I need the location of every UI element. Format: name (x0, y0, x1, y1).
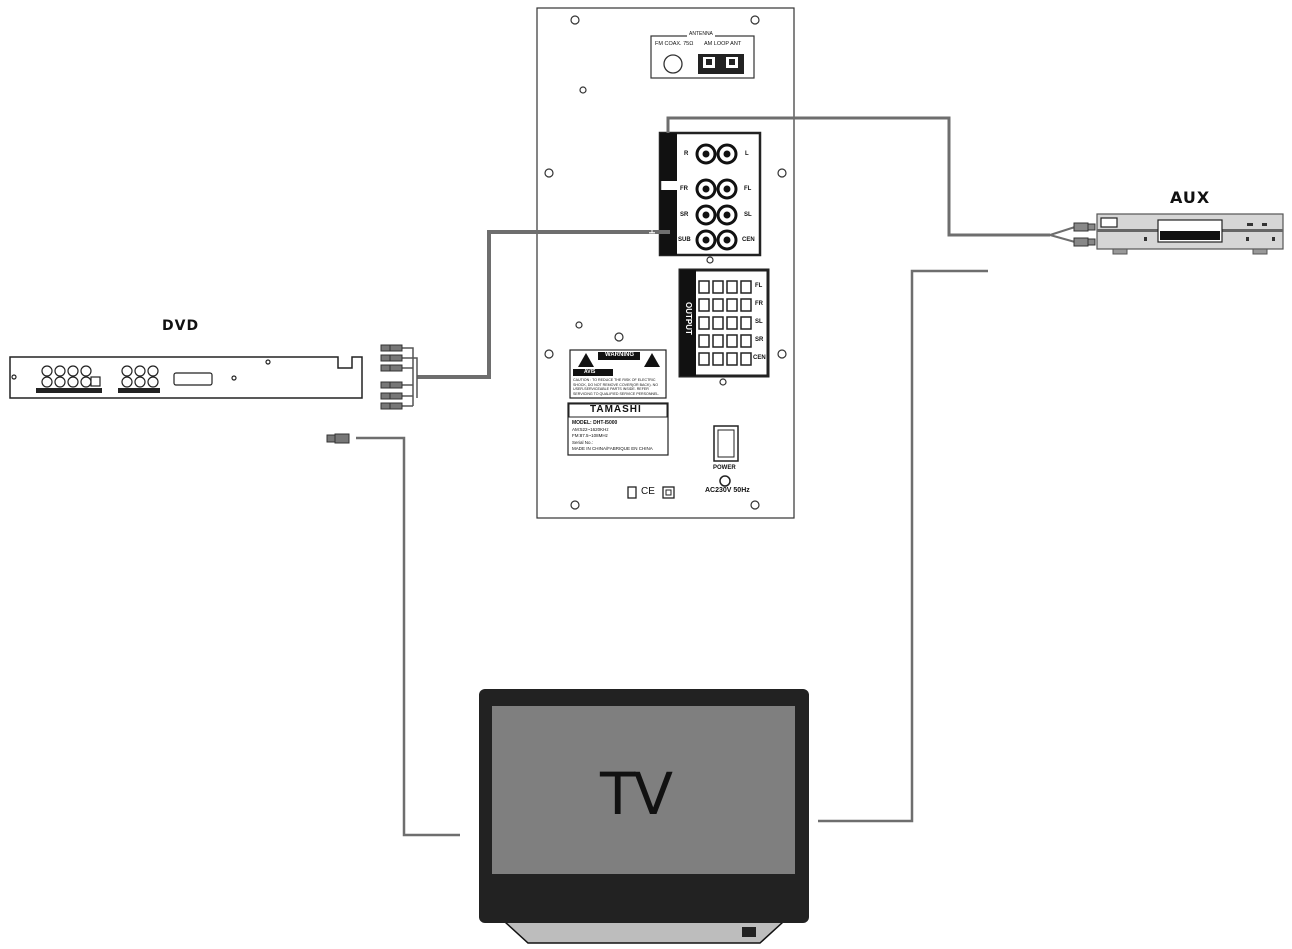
television (479, 689, 809, 944)
aux-device (1096, 213, 1284, 255)
aux-right-label: R (684, 151, 689, 157)
tv-video-plug (326, 433, 350, 444)
main-unit-panel (536, 7, 795, 519)
power-cord-inlet (719, 475, 731, 487)
output-label-fl: FL (755, 283, 763, 289)
model-number: MODEL: DHT-I5000 (572, 420, 618, 426)
warning-title: WARNING (605, 352, 634, 358)
aux-device-label: AUX (1170, 188, 1211, 207)
aux-input-title: AUX (648, 152, 657, 169)
warning-triangle-icon (578, 353, 594, 367)
cables (356, 116, 1076, 837)
avis-label: AVIS (584, 369, 596, 375)
jack-label-fr: FR (680, 186, 688, 192)
dvd-label: DVD (162, 318, 200, 334)
output-label-sr: SR (755, 337, 764, 343)
speaker-terminals (698, 280, 752, 366)
am-loop-label: AM LOOP ANT (704, 41, 742, 47)
fm-coax-jack (663, 54, 683, 74)
jack-label-sub: SUB (678, 237, 691, 243)
jack-label-cen: CEN (742, 237, 755, 243)
output-title: OUTPUT (684, 302, 693, 335)
serial-number: Serial No.: (572, 440, 594, 445)
tv-label: TV (600, 760, 673, 828)
tv-stand (503, 921, 785, 944)
tv-screen (492, 706, 795, 874)
jack-label-fl: FL (744, 186, 752, 192)
mounting-holes (544, 15, 787, 510)
shock-triangle-icon (644, 353, 660, 367)
brand-name: TAMASHI (590, 404, 642, 415)
power-rating: AC230V 50Hz (705, 487, 750, 494)
surround-input-title: 5.1 CH (647, 209, 656, 234)
output-label-sl: SL (755, 319, 763, 325)
origin-text: MADE IN CHINA/FABRIQUE EN CHINA (572, 446, 653, 451)
dvd-player (9, 356, 363, 399)
dvd-rca-plugs (380, 344, 418, 410)
am-range: AM:522~1620KHz (572, 427, 609, 432)
power-label: POWER (713, 465, 736, 471)
warning-text: CAUTION : TO REDUCE THE RISK OF ELECTRIC… (573, 378, 660, 396)
output-label-fr: FR (755, 301, 763, 307)
fm-range: FM:87.5~108MHz (572, 433, 608, 438)
jack-label-sl: SL (744, 212, 752, 218)
antenna-title: ANTENNA (687, 31, 715, 37)
aux-left-label: L (745, 151, 749, 157)
weee-bin-icon (627, 486, 637, 499)
output-label-cen: CEN (753, 355, 766, 361)
fm-coax-label: FM COAX. 75Ω (655, 41, 694, 47)
ce-mark: CE (641, 486, 655, 497)
jack-label-sr: SR (680, 212, 689, 218)
aux-rca-plugs (1073, 222, 1096, 247)
rca-jacks (695, 143, 738, 251)
